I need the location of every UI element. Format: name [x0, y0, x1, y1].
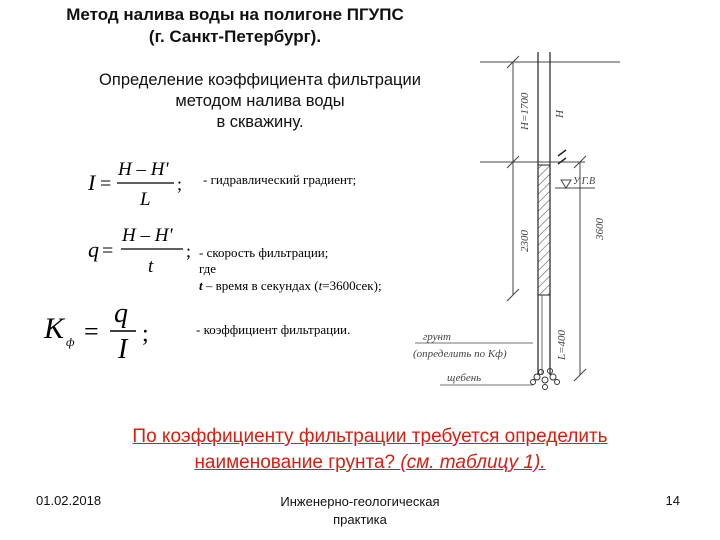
- formula-hydraulic-gradient: I = H – H' L ;: [87, 159, 182, 210]
- dim-top-label: H=1700: [519, 92, 531, 131]
- tick-3: [506, 288, 520, 302]
- page-number: 14: [665, 493, 680, 508]
- ground-sublabel: (определить по Кф): [413, 348, 507, 360]
- tick-5: [573, 368, 587, 382]
- footer-course: Инженерно-геологическая практика: [240, 493, 480, 529]
- footer-date: 01.02.2018: [36, 493, 102, 508]
- subtitle-line-1: Определение коэффициента фильтрации: [99, 71, 421, 89]
- slide-title: Метод налива воды на полигоне ПГУПС (г. …: [0, 4, 470, 48]
- tick-4: [573, 155, 587, 169]
- conclusion-line-2: наименование грунта? (см. таблицу 1).: [40, 450, 700, 476]
- formulas-area: I = H – H' L ; - гидравлический градиент…: [43, 159, 382, 365]
- f1-description: - гидравлический градиент;: [203, 172, 356, 187]
- f1-denominator: L: [139, 189, 151, 210]
- slide-subtitle: Определение коэффициента фильтрации мето…: [0, 70, 520, 133]
- subtitle-line-3: в скважину.: [216, 113, 304, 131]
- dim-L-label: L=400: [556, 329, 568, 361]
- f1-numerator: H – H': [117, 159, 169, 180]
- footer-course-line-2: практика: [333, 512, 387, 527]
- ugv-triangle-icon: [560, 179, 572, 189]
- f1-semicolon: ;: [177, 174, 182, 194]
- f3-numerator: q: [114, 298, 128, 329]
- f2-denominator: t: [148, 256, 154, 277]
- title-line-2: (г. Санкт-Петербург).: [148, 27, 322, 46]
- dim-h-label: H: [554, 109, 566, 119]
- f2-equals: =: [102, 240, 113, 262]
- f2-lhs: q: [88, 237, 99, 262]
- f3-semicolon: ;: [142, 321, 149, 347]
- f2-semicolon: ;: [186, 241, 191, 261]
- ugv-label: У.Г.В: [573, 176, 595, 187]
- dim-mid-label: 2300: [519, 230, 531, 253]
- water-column-hatch: [537, 164, 551, 296]
- f1-lhs: I: [87, 170, 97, 195]
- gravel-fill: [530, 368, 560, 390]
- f3-equals: =: [84, 317, 99, 346]
- footer-course-line-1: Инженерно-геологическая: [280, 494, 440, 509]
- f3-denominator: I: [117, 334, 129, 365]
- f2-numerator: H – H': [121, 225, 173, 246]
- formula-filtration-speed: q = H – H' t ;: [88, 225, 191, 277]
- ground-label: грунт: [423, 331, 451, 343]
- conclusion-line-2b: (см. таблицу 1).: [400, 452, 546, 473]
- borehole-diagram: H=1700 H 2300 3600 У.Г.В L=400 грунт (оп…: [413, 52, 620, 390]
- f3-lhs: K: [43, 312, 66, 345]
- tick-1: [506, 55, 520, 69]
- tick-2: [506, 155, 520, 169]
- f3-description: - коэффициент фильтрации.: [196, 322, 350, 337]
- conclusion-line-1: По коэффициенту фильтрации требуется опр…: [132, 426, 608, 447]
- subtitle-line-2: методом налива воды: [175, 92, 345, 110]
- dim-right-label: 3600: [594, 218, 606, 242]
- formula-filtration-coefficient: K ф = q I ;: [43, 298, 149, 365]
- title-line-1: Метод налива воды на полигоне ПГУПС: [66, 5, 404, 24]
- break-symbol: [557, 149, 567, 165]
- f1-equals: =: [100, 173, 111, 195]
- conclusion-line-2a: наименование грунта?: [194, 452, 401, 473]
- f2-where: где: [199, 261, 216, 276]
- conclusion-text: По коэффициенту фильтрации требуется опр…: [40, 424, 700, 476]
- f2-description: - скорость фильтрации;: [199, 245, 328, 260]
- f3-lhs-subscript: ф: [66, 335, 75, 349]
- f2-time-explanation: t – время в секундах (t=3600сек);: [199, 278, 382, 293]
- gravel-label: щебень: [447, 372, 481, 384]
